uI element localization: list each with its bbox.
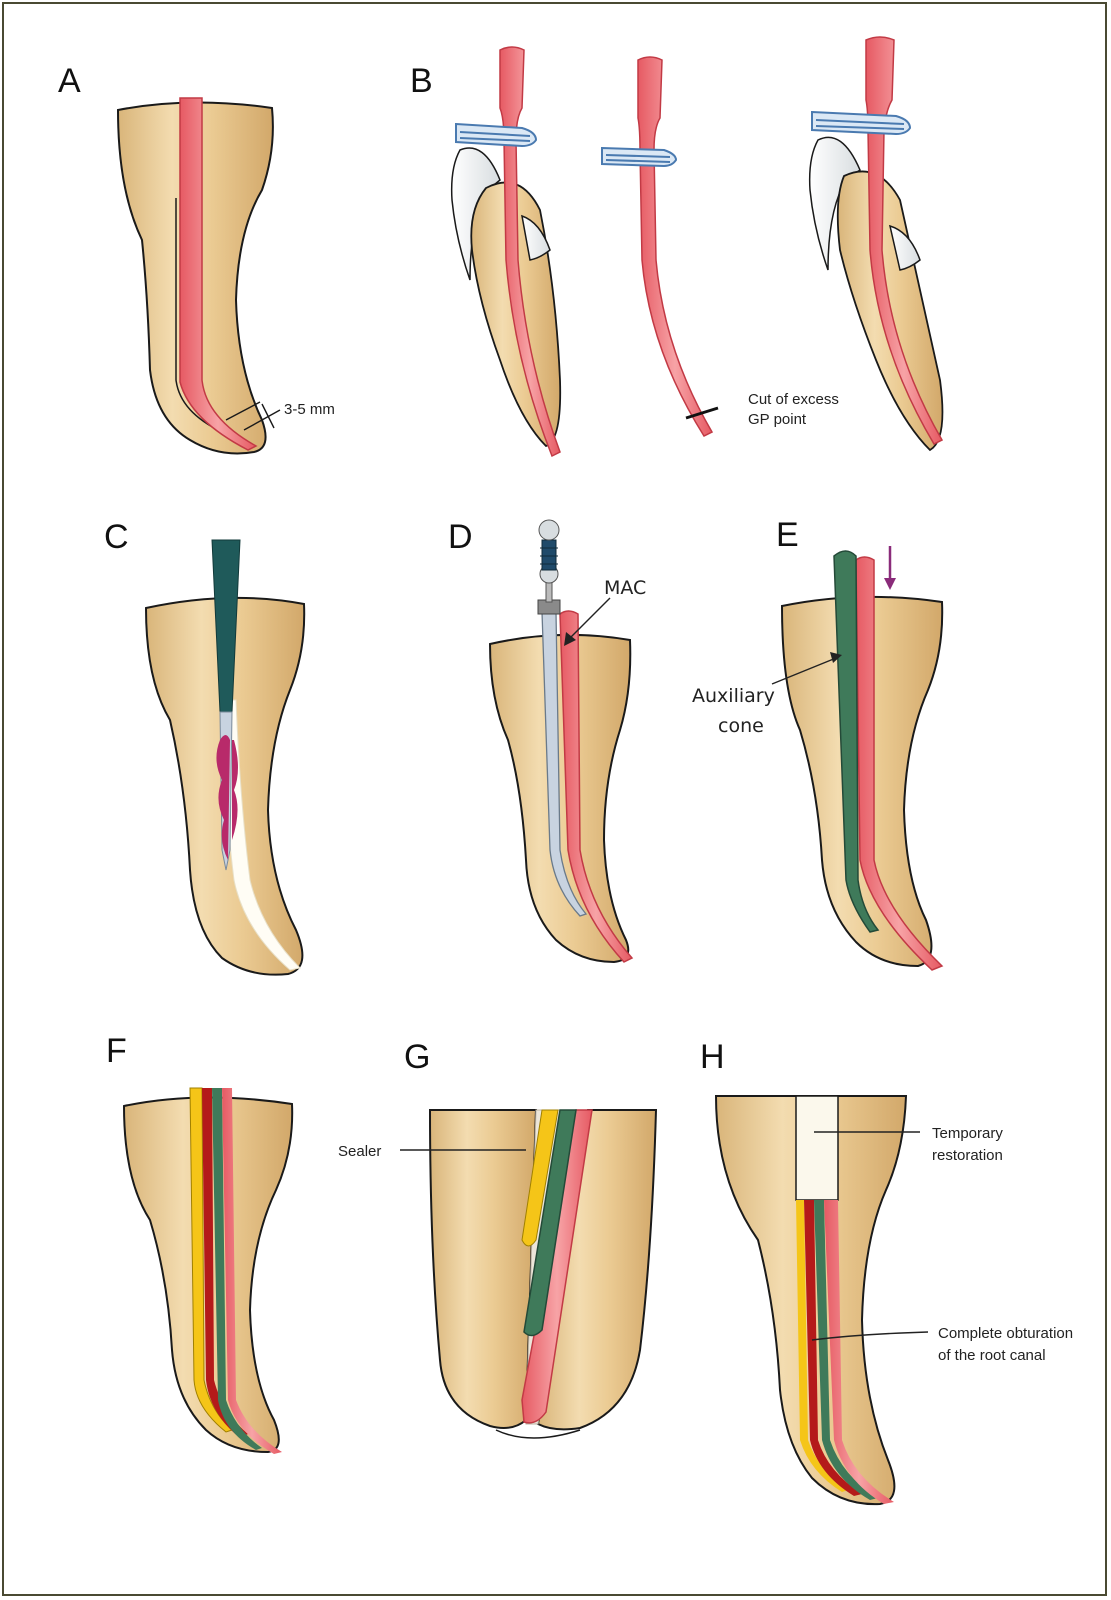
mac-label: MAC — [604, 577, 646, 599]
master-cone — [638, 57, 712, 436]
cotton-pliers — [812, 112, 910, 134]
temp-label-line1: Temporary — [932, 1125, 1003, 1142]
tooth-root-left — [430, 1110, 536, 1428]
temp-label-line2: restoration — [932, 1147, 1003, 1164]
measure-label: 3-5 mm — [284, 401, 335, 418]
sealer-label: Sealer — [338, 1143, 381, 1160]
panel-label-e: E — [776, 516, 799, 554]
panel-d: D MAC — [448, 518, 646, 962]
spreader-handle — [540, 540, 558, 570]
panel-g: G Sealer — [338, 1038, 656, 1438]
panel-label-c: C — [104, 518, 129, 556]
spreader-handle-top — [539, 520, 559, 540]
panel-b: B Cut of excess GP point — [410, 37, 942, 456]
tooth-root — [490, 635, 630, 962]
panel-c: C — [104, 518, 304, 975]
panel-e: E Auxiliary cone — [692, 516, 942, 970]
apex-line — [496, 1430, 580, 1438]
aux-label-line1: Auxiliary — [692, 685, 775, 707]
panel-label-h: H — [700, 1038, 725, 1076]
obt-label-line2: of the root canal — [938, 1347, 1046, 1364]
cut-note-line1: Cut of excess — [748, 391, 839, 408]
arrowhead — [884, 578, 896, 590]
aux-label-line2: cone — [718, 715, 764, 737]
obt-label-line1: Complete obturation — [938, 1325, 1073, 1342]
panel-f: F — [106, 1032, 292, 1454]
panel-label-d: D — [448, 518, 473, 556]
panel-a: A 3-5 mm — [58, 62, 335, 454]
panel-label-b: B — [410, 62, 433, 100]
panel-label-g: G — [404, 1038, 430, 1076]
cotton-pliers — [602, 148, 676, 166]
cotton-pliers — [456, 124, 536, 146]
panel-h: H Temporary restoration Complete obturat… — [700, 1038, 1073, 1504]
panel-label-f: F — [106, 1032, 127, 1070]
temporary-restoration — [796, 1096, 838, 1200]
panel-label-a: A — [58, 62, 81, 100]
cut-note-line2: GP point — [748, 411, 807, 428]
